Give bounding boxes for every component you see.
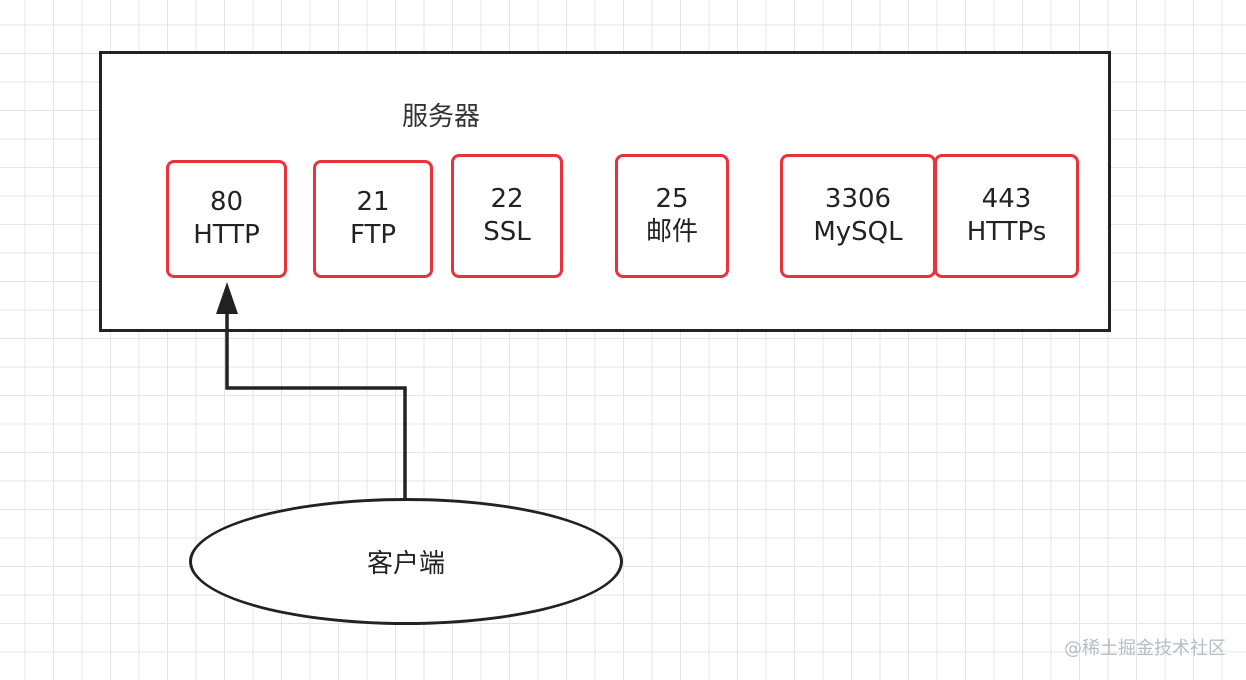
port-number: 80 bbox=[209, 187, 244, 217]
port-protocol: MySQL bbox=[813, 217, 903, 247]
port-box-21: 21 FTP bbox=[313, 160, 433, 278]
port-box-25: 25 邮件 bbox=[615, 154, 729, 278]
client-ellipse: 客户端 bbox=[189, 498, 623, 625]
port-number: 3306 bbox=[824, 184, 892, 214]
port-protocol: FTP bbox=[349, 220, 397, 250]
watermark: @稀土掘金技术社区 bbox=[1064, 638, 1226, 659]
port-box-3306: 3306 MySQL bbox=[780, 154, 936, 278]
port-number: 25 bbox=[655, 184, 689, 214]
port-box-80: 80 HTTP bbox=[166, 160, 287, 278]
port-protocol: HTTPs bbox=[966, 217, 1047, 247]
port-box-22: 22 SSL bbox=[451, 154, 563, 278]
port-number: 21 bbox=[356, 187, 390, 217]
client-label: 客户端 bbox=[366, 549, 445, 579]
port-protocol: 邮件 bbox=[645, 217, 698, 247]
port-protocol: HTTP bbox=[193, 220, 260, 250]
port-number: 22 bbox=[490, 184, 524, 214]
connector-line bbox=[225, 312, 407, 498]
port-box-443: 443 HTTPs bbox=[934, 154, 1079, 278]
port-number: 443 bbox=[981, 184, 1032, 214]
port-protocol: SSL bbox=[483, 217, 531, 247]
server-title: 服务器 bbox=[402, 102, 481, 132]
